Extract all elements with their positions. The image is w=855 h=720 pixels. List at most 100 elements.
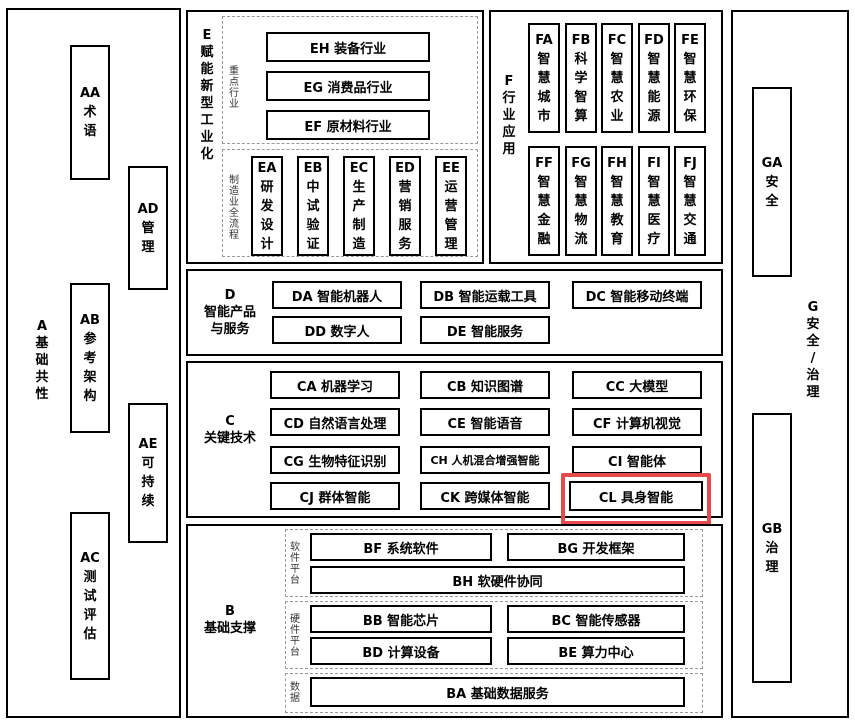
- section-g-label-line: 治: [806, 368, 820, 383]
- box-dd[interactable]: DD 数字人: [272, 316, 402, 344]
- box-fj-line: 通: [683, 231, 697, 247]
- box-bh[interactable]: BH 软硬件协同: [310, 566, 685, 594]
- box-bc[interactable]: BC 智能传感器: [507, 605, 685, 633]
- b-software-platform-label-line: 台: [290, 575, 300, 586]
- box-fi-line: 慧: [647, 193, 661, 209]
- cl-highlight-frame: [561, 473, 711, 525]
- section-a-label-line: 础: [35, 352, 49, 368]
- box-cl[interactable]: CL 具身智能: [569, 481, 703, 511]
- box-eh[interactable]: EH 装备行业: [266, 32, 430, 62]
- section-f-label-line: 应: [502, 124, 516, 140]
- section-e-label-line: E: [202, 28, 212, 43]
- box-aa-line: 语: [83, 124, 97, 139]
- box-ee-line: 运: [444, 179, 458, 195]
- box-fe-line: 慧: [683, 70, 697, 86]
- box-eg[interactable]: EG 消费品行业: [266, 71, 430, 101]
- box-ff-line: 智: [537, 174, 551, 190]
- box-db[interactable]: DB 智能运载工具: [420, 281, 550, 309]
- box-ad-line: AD: [137, 201, 159, 217]
- box-ab-line: 参: [83, 331, 97, 347]
- section-e-label-line: 能: [200, 62, 214, 77]
- section-a-label-line: A: [36, 318, 48, 334]
- box-eb-line: 证: [306, 236, 320, 252]
- section-a-label-line: 共: [35, 369, 49, 385]
- box-fd-line: 慧: [647, 70, 661, 86]
- box-ea-line: EA: [257, 160, 277, 176]
- box-bb[interactable]: BB 智能芯片: [310, 605, 492, 633]
- box-cj[interactable]: CJ 群体智能: [270, 482, 400, 510]
- box-fg-line: 智: [574, 174, 588, 190]
- box-cb[interactable]: CB 知识图谱: [420, 371, 550, 399]
- box-ef[interactable]: EF 原材料行业: [266, 110, 430, 140]
- e-manufacturing-flow-label-line: 全: [229, 208, 239, 219]
- box-cc[interactable]: CC 大模型: [572, 371, 702, 399]
- box-de[interactable]: DE 智能服务: [420, 316, 550, 344]
- b-hardware-platform-label-line: 硬: [290, 614, 300, 625]
- section-e-label-line: 工: [200, 113, 214, 128]
- box-fb-line: 算: [574, 108, 588, 124]
- box-ck[interactable]: CK 跨媒体智能: [420, 482, 550, 510]
- box-bf[interactable]: BF 系统软件: [310, 533, 492, 561]
- section-f-label-line: 业: [502, 107, 516, 123]
- box-fh-line: 慧: [610, 193, 624, 209]
- box-ce[interactable]: CE 智能语音: [420, 408, 550, 436]
- b-data-label-line: 数: [290, 682, 300, 693]
- box-bg[interactable]: BG 开发框架: [507, 533, 685, 561]
- box-ab-line: 考: [83, 350, 97, 366]
- box-ch[interactable]: CH 人机混合增强智能: [420, 446, 550, 474]
- box-ga-line: GA: [761, 155, 783, 171]
- box-fh-line: 育: [610, 231, 624, 247]
- box-fh-line: 智: [610, 174, 624, 190]
- section-g-label-line: 安: [806, 317, 820, 332]
- box-ad-line: 理: [141, 239, 155, 255]
- box-fh-line: 教: [610, 212, 624, 228]
- box-ed-line: ED: [395, 160, 415, 176]
- box-eb-line: 试: [306, 198, 320, 214]
- box-cd[interactable]: CD 自然语言处理: [270, 408, 400, 436]
- box-ca[interactable]: CA 机器学习: [270, 371, 400, 399]
- box-ae-line: 可: [141, 456, 155, 471]
- section-d-label-line: 智能产品: [203, 305, 256, 320]
- box-ff-line: 金: [537, 212, 551, 228]
- box-ba[interactable]: BA 基础数据服务: [310, 677, 685, 707]
- box-fb-line: 科: [574, 51, 588, 67]
- box-bd[interactable]: BD 计算设备: [310, 637, 492, 665]
- box-ci[interactable]: CI 智能体: [572, 446, 702, 474]
- box-dc[interactable]: DC 智能移动终端: [572, 281, 702, 309]
- box-da[interactable]: DA 智能机器人: [272, 281, 402, 309]
- box-ff-line: 慧: [537, 193, 551, 209]
- box-cg[interactable]: CG 生物特征识别: [270, 446, 400, 474]
- box-fi-line: 智: [647, 174, 661, 190]
- box-cf[interactable]: CF 计算机视觉: [572, 408, 702, 436]
- b-hardware-platform-label: 硬件平台: [288, 612, 302, 660]
- section-a-label-line: 基: [35, 335, 49, 351]
- box-fe-line: 环: [683, 89, 697, 105]
- box-fj-line: 交: [683, 212, 697, 228]
- b-software-platform-label: 软件平台: [288, 540, 302, 588]
- box-be[interactable]: BE 算力中心: [507, 637, 685, 665]
- box-ed-line: 营: [398, 179, 412, 195]
- box-fg-line: FG: [571, 155, 591, 171]
